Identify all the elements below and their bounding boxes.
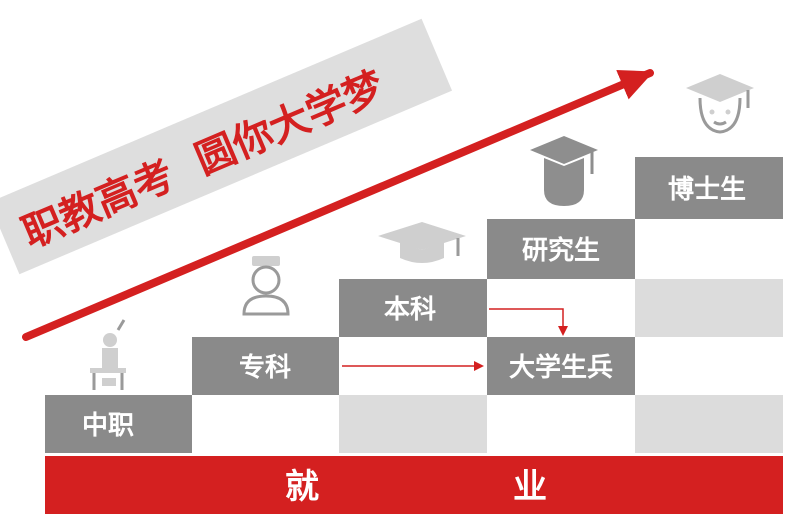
employment-char-right: 业 [513,467,547,507]
step-label-daxueshengbing: 大学生兵 [509,352,613,383]
student-at-desk-icon [90,319,126,390]
cell-col3-r3 [339,279,487,337]
slogan-text: 职教高考 圆你大学梦 [16,63,391,257]
arrow-benke-to-daxueshengbing [489,308,568,336]
employment-bar [45,456,783,514]
cell-col2-r5 [192,395,339,453]
step-label-yanjiusheng: 研究生 [522,235,600,266]
cell-col5-r5 [635,395,783,453]
cell-col3-r5 [339,395,487,453]
cell-col5-r4 [635,337,783,395]
step-label-boshisheng: 博士生 [668,175,746,205]
cell-col5-r1 [635,157,783,219]
slogan-banner-bg [0,18,453,275]
cell-col5-r3 [635,279,783,337]
employment-char-left: 就 [285,467,319,507]
step-label-benke: 本科 [384,295,436,325]
step-label-zhuanke: 专科 [239,353,291,383]
cell-col4-r2 [487,219,635,279]
cell-col2-r4 [192,337,339,395]
cell-col4-r5 [487,395,635,453]
cell-col4-r3 [487,279,635,337]
cell-col4-r4 [487,337,635,395]
doctor-graduate-icon [686,74,754,134]
graduate-bust-icon [530,136,598,206]
cell-col5-r2 [635,219,783,279]
cell-col1-r5 [45,395,192,453]
growth-arrow [22,69,654,341]
mortarboard-icon [378,222,466,263]
step-label-zhongzhi: 中职 [82,411,134,441]
student-bust-icon [242,256,290,316]
